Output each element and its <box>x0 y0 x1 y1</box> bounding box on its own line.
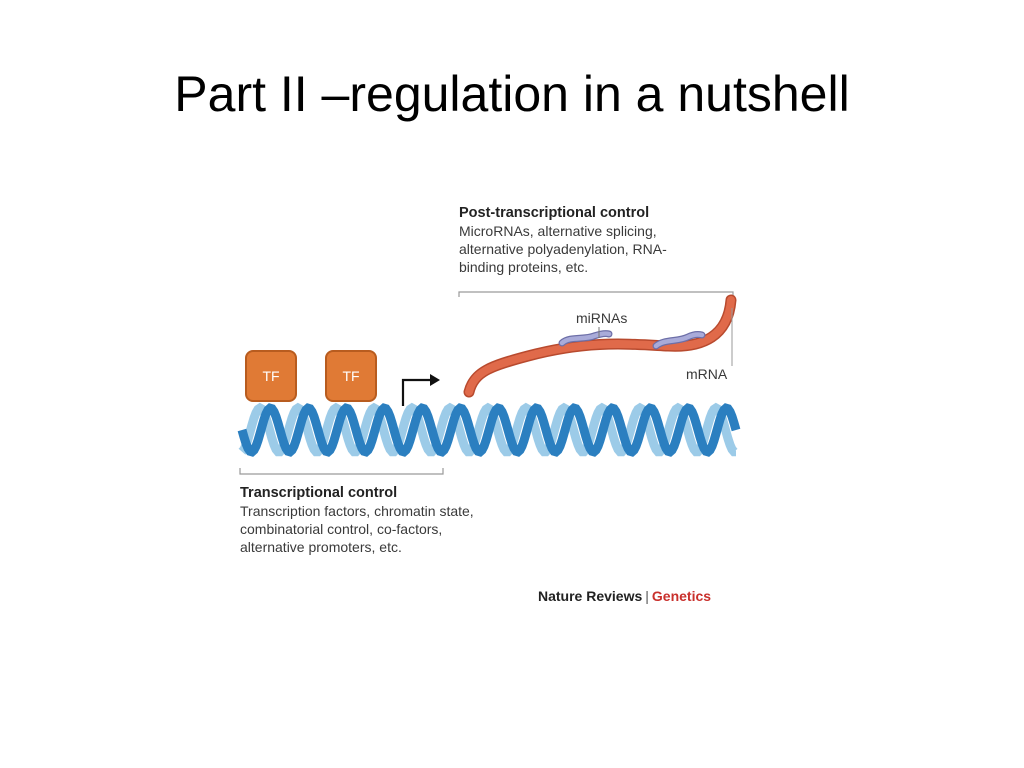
regulation-figure: Post-transcriptional control MicroRNAs, … <box>228 196 758 616</box>
promoter-arrowhead-icon <box>430 374 440 386</box>
transcriptional-line: Transcription factors, chromatin state, <box>240 503 474 519</box>
mrna-strand-fill <box>465 296 735 396</box>
post-transcriptional-line: binding proteins, etc. <box>459 259 589 275</box>
mrna-label: mRNA <box>686 366 728 382</box>
post-transcriptional-line: MicroRNAs, alternative splicing, <box>459 223 657 239</box>
post-transcriptional-caption: Post-transcriptional control MicroRNAs, … <box>459 204 667 276</box>
transcriptional-caption: Transcriptional control Transcription fa… <box>240 484 474 556</box>
post-transcriptional-line: alternative polyadenylation, RNA- <box>459 241 667 257</box>
transcriptional-line: alternative promoters, etc. <box>240 539 402 555</box>
figure-credit: Nature Reviews|Genetics <box>538 588 711 604</box>
post-transcriptional-heading: Post-transcriptional control <box>459 205 650 221</box>
mirna-label: miRNAs <box>576 310 628 326</box>
transcription-factor-box: TF <box>245 350 297 402</box>
transcription-factor-box: TF <box>325 350 377 402</box>
credit-separator: | <box>645 588 649 604</box>
figure-graphics <box>237 291 741 475</box>
transcriptional-bracket <box>239 468 444 475</box>
credit-source: Nature Reviews <box>538 588 643 604</box>
mirna-2-fill <box>653 332 705 349</box>
dna-helix-front-strand <box>237 403 741 457</box>
credit-section: Genetics <box>651 588 712 604</box>
promoter-arrow-icon <box>401 378 433 406</box>
transcriptional-heading: Transcriptional control <box>240 485 398 501</box>
transcriptional-line: combinatorial control, co-factors, <box>240 521 443 537</box>
slide-title: Part II –regulation in a nutshell <box>174 66 850 122</box>
post-transcriptional-bracket <box>458 291 734 297</box>
dna-strand-dark <box>237 403 741 457</box>
mirna-1-fill <box>559 331 612 346</box>
